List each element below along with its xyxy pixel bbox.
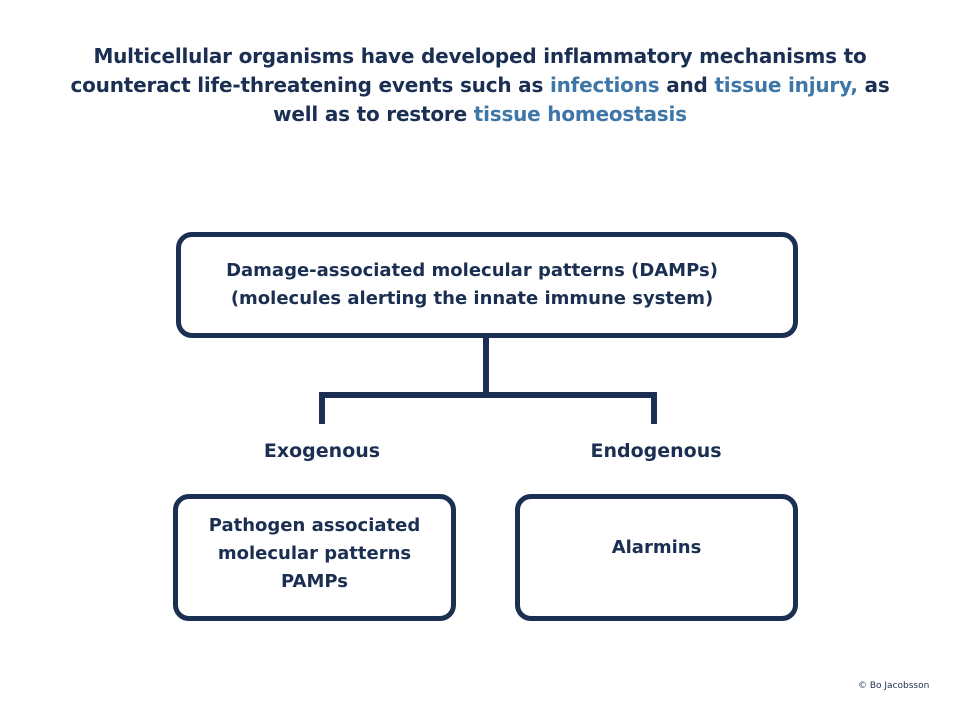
pamps-box-line2: molecular patterns bbox=[217, 542, 412, 564]
alarmins-box: Alarmins bbox=[515, 494, 798, 621]
damps-box-text: Damage-associated molecular patterns (DA… bbox=[226, 257, 718, 313]
pamps-box-line3: PAMPs bbox=[281, 570, 348, 592]
damps-box-line1: Damage-associated molecular patterns (DA… bbox=[226, 260, 718, 281]
pamps-box-text: Pathogen associated molecular patterns P… bbox=[209, 512, 420, 596]
damps-box-line2: (molecules alerting the innate immune sy… bbox=[230, 288, 714, 309]
title-highlight-tissue-homeostasis: tissue homeostasis bbox=[473, 102, 687, 126]
title-highlight-tissue-injury: tissue injury, bbox=[714, 73, 858, 97]
title-highlight-infections: infections bbox=[549, 73, 660, 97]
endogenous-label: Endogenous bbox=[590, 440, 722, 462]
alarmins-box-label: Alarmins bbox=[611, 537, 702, 558]
title-text-and: and bbox=[659, 73, 715, 97]
damps-box: Damage-associated molecular patterns (DA… bbox=[176, 232, 798, 338]
title-text-part2: as well as to restore bbox=[273, 73, 890, 126]
exogenous-label: Exogenous bbox=[263, 440, 381, 462]
title-text-part1: Multicellular organisms have developed i… bbox=[70, 44, 867, 97]
copyright-notice: © Bo Jacobsson bbox=[858, 681, 930, 691]
slide-title: Multicellular organisms have developed i… bbox=[60, 42, 900, 129]
pamps-box: Pathogen associated molecular patterns P… bbox=[173, 494, 456, 621]
pamps-box-line1: Pathogen associated bbox=[208, 514, 421, 536]
